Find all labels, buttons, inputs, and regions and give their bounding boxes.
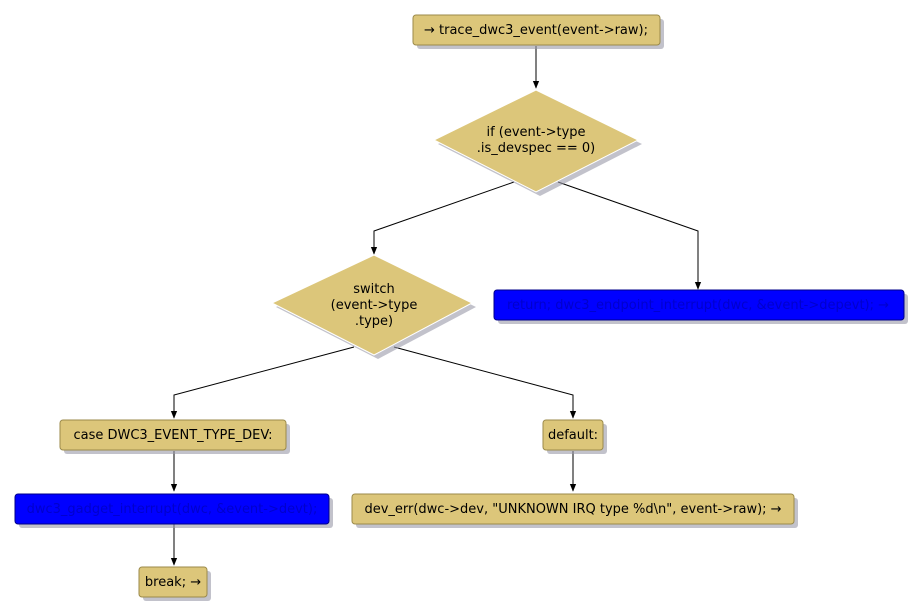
edges	[170, 46, 702, 566]
node-switch-line-2: (event->type	[331, 298, 418, 313]
node-gadget-interrupt[interactable]: dwc3_gadget_interrupt(dwc, &event->devt)…	[14, 493, 333, 528]
node-case-dev-label: case DWC3_EVENT_TYPE_DEV:	[73, 428, 272, 443]
node-gadget-interrupt-label: dwc3_gadget_interrupt(dwc, &event->devt)…	[27, 502, 318, 517]
node-break-label: break; →	[145, 575, 201, 590]
node-case-dev[interactable]: case DWC3_EVENT_TYPE_DEV:	[59, 419, 290, 454]
node-endpoint-return[interactable]: return; dwc3_endpoint_interrupt(dwc, &ev…	[493, 289, 908, 324]
node-decision-devspec-line-1: if (event->type	[486, 125, 585, 140]
edge-decision-to-switch	[370, 181, 515, 255]
node-dev-err[interactable]: dev_err(dwc->dev, "UNKNOWN IRQ type %d\n…	[351, 493, 798, 528]
edge-decision-to-endpoint	[557, 181, 702, 290]
node-default[interactable]: default:	[542, 419, 607, 454]
edge-switch-to-default	[393, 346, 577, 419]
node-endpoint-return-label: return; dwc3_endpoint_interrupt(dwc, &ev…	[507, 298, 889, 313]
node-decision-devspec[interactable]: if (event->type .is_devspec == 0)	[432, 89, 642, 196]
node-start-label: → trace_dwc3_event(event->raw);	[424, 23, 648, 38]
node-switch-type[interactable]: switch (event->type .type)	[270, 254, 476, 359]
node-break[interactable]: break; →	[138, 566, 211, 601]
node-decision-devspec-line-2: .is_devspec == 0)	[477, 141, 596, 156]
node-start[interactable]: → trace_dwc3_event(event->raw);	[412, 14, 664, 49]
node-default-label: default:	[548, 428, 598, 443]
node-dev-err-label: dev_err(dwc->dev, "UNKNOWN IRQ type %d\n…	[364, 502, 781, 517]
edge-switch-to-case	[170, 346, 355, 419]
node-switch-line-1: switch	[353, 282, 395, 297]
node-switch-line-3: .type)	[355, 314, 393, 329]
